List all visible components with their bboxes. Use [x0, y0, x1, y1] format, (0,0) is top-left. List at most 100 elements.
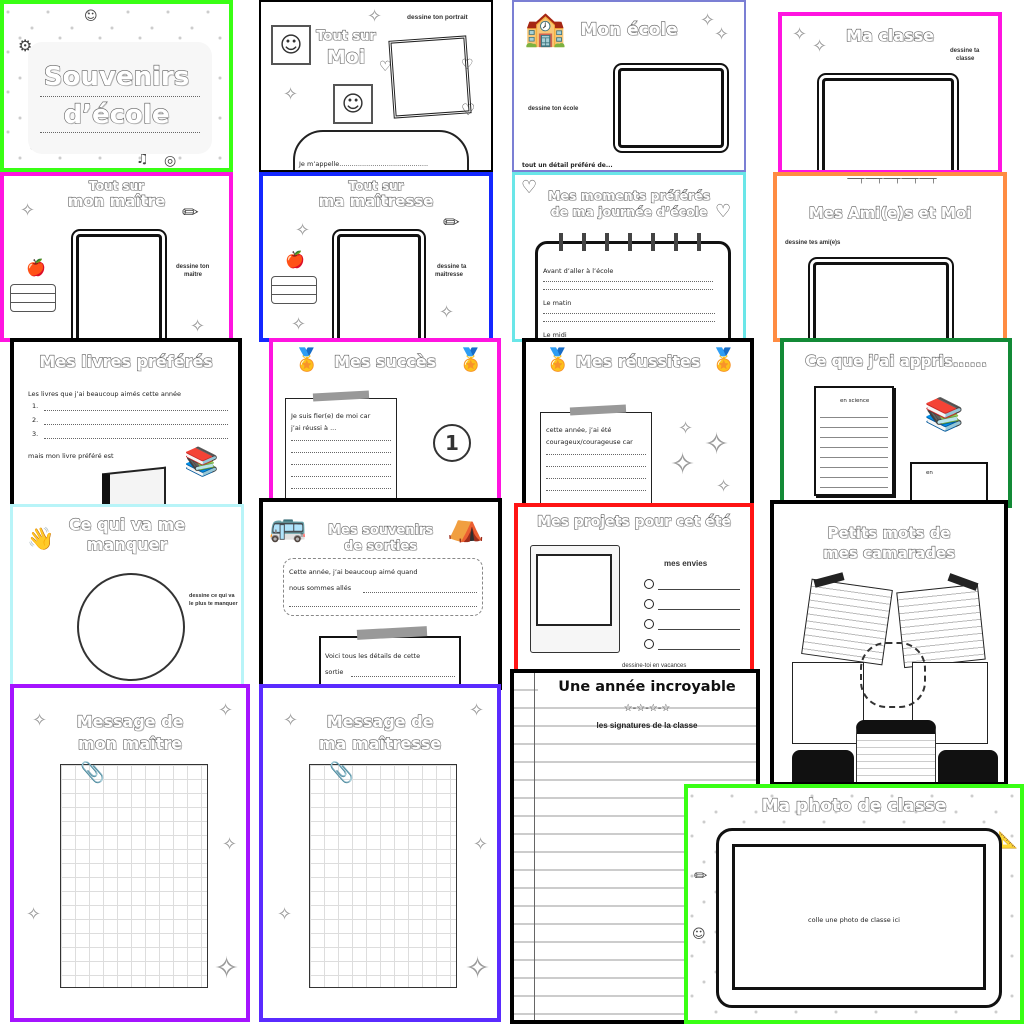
sparkle-icon: ✧ — [670, 447, 696, 482]
sparkle-icon: ✧ — [214, 951, 240, 986]
sparkle-icon: ✧ — [473, 834, 489, 855]
message-grid-paper[interactable] — [60, 764, 208, 988]
sparkle-icon: ✧ — [792, 24, 808, 45]
ruler-icon: 📐 — [998, 830, 1018, 849]
drawing-frame[interactable] — [76, 234, 162, 338]
envie-line[interactable] — [658, 589, 740, 590]
envie-checkbox[interactable] — [644, 599, 654, 609]
appris-title: Ce que j’ai appris...... — [804, 352, 987, 370]
write-line[interactable] — [543, 313, 715, 314]
page-appris: Ce que j’ai appris...... en science 📚 en — [780, 338, 1012, 508]
drawing-frame[interactable] — [337, 234, 421, 338]
sparkle-icon: ✧ — [291, 314, 307, 335]
projets-title: Mes projets pour cet été — [536, 514, 731, 530]
manquer-hint-1: dessine ce qui va — [189, 593, 235, 599]
dashed-star-shape[interactable] — [860, 642, 926, 708]
title-box — [28, 42, 212, 154]
page-photo-classe: ☺ ✏ 📐 Ma photo de classe colle une photo… — [684, 784, 1024, 1024]
portrait-frame — [388, 35, 472, 119]
bunting-icon — [847, 178, 937, 192]
cover-title-line1: Souvenirs — [43, 62, 190, 92]
medal-icon: 🏅 — [457, 348, 485, 373]
heart-icon: ♡ — [715, 201, 732, 222]
drawing-frame[interactable] — [618, 68, 724, 148]
write-line[interactable] — [351, 676, 455, 677]
page-amis: Mes Ami(e)s et Moi dessine tes ami(e)s — [773, 172, 1007, 342]
paperclip-icon: 📎 — [329, 760, 354, 784]
medal-icon: 🏅 — [293, 348, 321, 373]
maitre-title-2: mon maître — [67, 192, 166, 210]
photo-classe-title: Ma photo de classe — [761, 796, 947, 816]
write-line[interactable] — [289, 606, 477, 607]
page-manquer: 👋 Ce qui va me manquer dessine ce qui va… — [10, 504, 244, 690]
message-grid-paper[interactable] — [309, 764, 457, 988]
write-line[interactable] — [44, 424, 228, 425]
livres-title: Mes livres préférés — [39, 352, 214, 371]
sparkle-icon: ✧ — [218, 700, 234, 721]
write-line[interactable] — [44, 410, 228, 411]
ecole-title: Mon école — [580, 20, 678, 40]
sparkle-icon: ✧ — [295, 220, 311, 241]
bullet-lines[interactable] — [820, 408, 888, 488]
photo-frame[interactable] — [732, 844, 986, 990]
envie-checkbox[interactable] — [644, 579, 654, 589]
maitresse-title-1: Tout sur — [348, 179, 404, 193]
sparkle-icon: ✧ — [812, 36, 828, 57]
livre-item-3: 3. — [32, 430, 39, 438]
projets-list-title: mes envies — [664, 559, 708, 568]
sorties-detail-2: sortie — [325, 668, 344, 676]
write-line[interactable] — [546, 478, 646, 479]
envie-checkbox[interactable] — [644, 639, 654, 649]
write-line[interactable] — [546, 466, 646, 467]
write-line[interactable] — [546, 454, 646, 455]
msg-maitresse-title-1: Message de — [326, 712, 434, 731]
livres-intro: Les livres que j’ai beaucoup aimés cette… — [28, 390, 182, 398]
write-line[interactable] — [291, 440, 391, 441]
note-card — [540, 412, 652, 504]
heart-icon: ♡ — [521, 177, 538, 198]
drawing-frame[interactable] — [813, 262, 949, 338]
write-line[interactable] — [363, 592, 477, 593]
write-line[interactable] — [291, 464, 391, 465]
girl-portrait-icon: ☺ — [333, 84, 373, 124]
write-line[interactable] — [543, 289, 713, 290]
maitre-hint-2: maître — [184, 272, 203, 278]
write-line[interactable] — [291, 452, 391, 453]
manquer-title-2: manquer — [86, 535, 168, 554]
write-line[interactable] — [291, 476, 391, 477]
moi-title-line2: Moi — [326, 46, 366, 68]
write-line[interactable] — [44, 438, 228, 439]
drawing-frame[interactable] — [822, 78, 954, 170]
waving-hand-icon: 👋 — [27, 527, 55, 552]
maitresse-title-2: ma maîtresse — [318, 192, 434, 210]
name-field[interactable]: Je m’appelle............................… — [299, 160, 429, 168]
livre-item-2: 2. — [32, 416, 39, 424]
write-line[interactable] — [543, 281, 713, 282]
smiley-icon: ☺ — [692, 927, 706, 942]
annee-subtitle: les signatures de la classe — [596, 721, 698, 730]
school-building-icon: 🏫 — [524, 9, 567, 49]
envie-line[interactable] — [658, 629, 740, 630]
page-projets: Mes projets pour cet été mes envies dess… — [514, 503, 754, 683]
sorties-title-1: Mes souvenirs — [327, 523, 434, 538]
moments-title-2: de ma journée d’école — [550, 204, 708, 219]
heart-icon: ♡ — [461, 100, 476, 119]
sparkle-icon: ✧ — [26, 904, 42, 925]
maitre-title-1: Tout sur — [88, 179, 144, 193]
pencil-icon: ✏ — [694, 866, 708, 885]
notepad-other — [910, 462, 988, 504]
books-stack-icon: 📚 — [924, 395, 964, 433]
envie-line[interactable] — [658, 649, 740, 650]
write-line[interactable] — [543, 321, 715, 322]
write-line[interactable] — [291, 488, 391, 489]
envie-line[interactable] — [658, 609, 740, 610]
envie-checkbox[interactable] — [644, 619, 654, 629]
sparkle-icon: ✧ — [714, 24, 730, 45]
write-line[interactable] — [546, 490, 646, 491]
photo-classe-hint: colle une photo de classe ici — [808, 916, 900, 924]
drawing-circle[interactable] — [77, 573, 185, 681]
petits-mots-title-1: Petits mots de — [827, 524, 951, 542]
amis-title: Mes Ami(e)s et Moi — [808, 204, 972, 222]
moments-section-1: Avant d’aller à l’école — [543, 267, 614, 275]
polaroid-frame[interactable] — [530, 545, 620, 653]
